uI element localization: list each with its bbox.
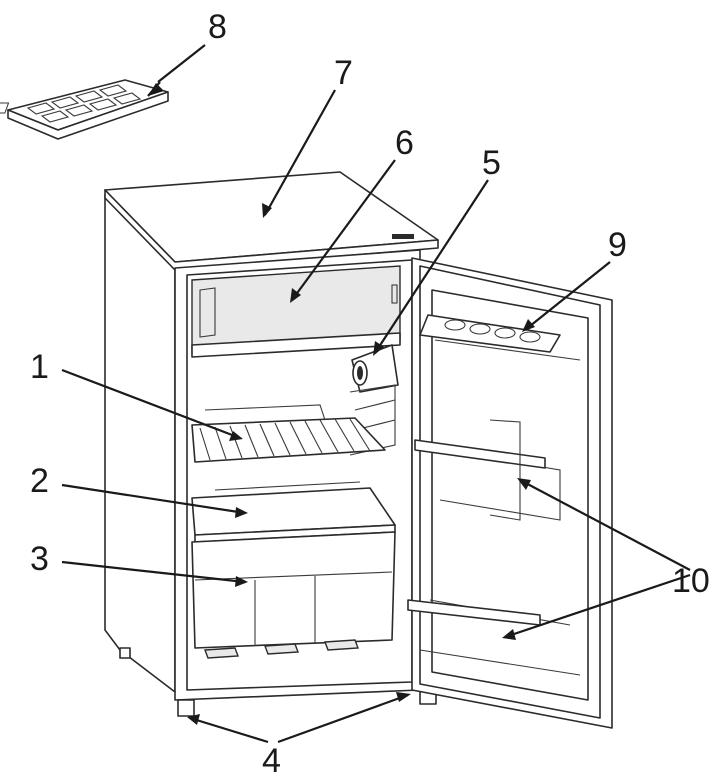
callout-4: 4 [262, 742, 281, 778]
fridge-door [407, 257, 613, 729]
fridge-cabinet [104, 171, 439, 717]
callout-6: 6 [395, 124, 414, 162]
callout-10: 10 [672, 562, 710, 600]
crisper-drawer [191, 531, 396, 659]
egg-tray [419, 314, 561, 353]
wire-shelf [191, 404, 386, 463]
glass-shelf [191, 481, 396, 543]
callout-1: 1 [30, 348, 49, 386]
callout-8: 8 [208, 8, 227, 46]
leader-lines [61, 44, 691, 744]
callout-3: 3 [30, 540, 49, 578]
thermostat-knob [351, 344, 399, 393]
callout-2: 2 [30, 462, 49, 500]
callout-5: 5 [482, 144, 501, 182]
callout-7: 7 [334, 54, 353, 92]
ice-cube-tray [0, 79, 169, 140]
callout-9: 9 [608, 226, 627, 264]
